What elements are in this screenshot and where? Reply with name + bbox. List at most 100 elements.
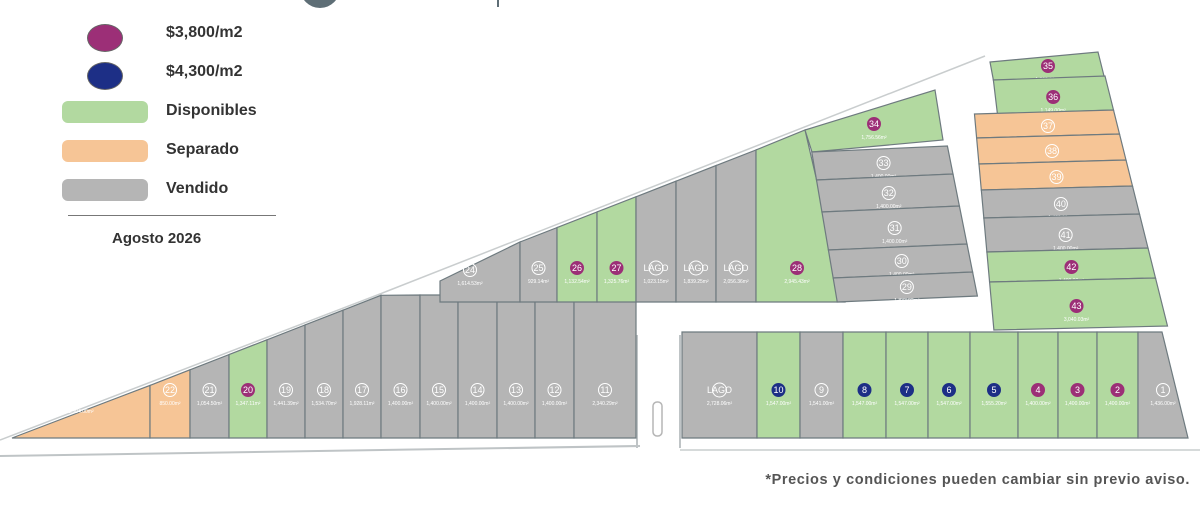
lot-area: 1,347.11m² (236, 401, 261, 407)
lot-area: 1,400.00m² (876, 204, 902, 210)
lot-marker-icon (598, 383, 612, 397)
lot-area: 1,547.00m² (766, 401, 792, 407)
legend-vendido-label: Vendido (166, 180, 229, 197)
lot-number: 18 (319, 385, 329, 395)
lot-marker-icon (355, 383, 369, 397)
lot-number: 6 (946, 385, 951, 395)
lot-marker-icon (1046, 90, 1061, 104)
lot-marker-icon (74, 391, 88, 405)
separado-swatch (62, 140, 148, 162)
lot-area: 1,023.15m² (643, 279, 669, 285)
lot-17-6[interactable] (342, 294, 382, 439)
lot-number: 26 (572, 263, 582, 273)
lot-number: 34 (869, 119, 879, 129)
lot-area: 850.00m² (159, 401, 180, 407)
lot-area: 1,132.54m² (564, 279, 590, 285)
lot-marker-icon (241, 383, 255, 397)
legend: $3,800/m2 $4,300/m2 Disponibles Separado… (0, 0, 300, 260)
lot-number: 13 (511, 385, 521, 395)
lot-marker-icon (814, 383, 829, 397)
lot-marker-icon (712, 382, 727, 398)
lot-24-24[interactable] (439, 241, 521, 303)
lot-marker-icon (470, 383, 485, 397)
lot-marker-icon (771, 383, 786, 397)
lot-marker-icon (790, 261, 804, 275)
lot-number: 9 (819, 385, 824, 395)
lot-area: 1,400.00m² (1053, 246, 1079, 252)
lot-area: 1,756.56m² (861, 135, 887, 141)
lot-15-8[interactable] (419, 294, 459, 439)
lot-18-5[interactable] (304, 309, 344, 439)
lot-marker-icon (894, 254, 909, 268)
lot-number: 22 (165, 385, 175, 395)
lot-area: 1,504.00m² (68, 409, 94, 415)
lot-27-27[interactable] (596, 195, 637, 303)
lot-area: 1,400.00m² (1025, 401, 1051, 407)
lot-area: 1,555.20m² (981, 401, 1007, 407)
lot-13-10[interactable] (496, 294, 536, 439)
price-4300-dot-icon (87, 62, 123, 90)
lot-14-9[interactable] (457, 294, 498, 439)
lot-12-11[interactable] (534, 294, 575, 439)
lot-area: 3,040.03m² (1064, 317, 1090, 323)
lot-marker-icon (899, 280, 914, 294)
lot-29-37[interactable] (832, 271, 979, 303)
lot-number: 11 (600, 385, 609, 395)
lot-number: 28 (792, 263, 802, 273)
lot-11-12[interactable] (573, 294, 637, 439)
lot-number: 31 (890, 223, 900, 233)
lot-area: 1,054.50m² (197, 401, 223, 407)
lot-area: 1,534.70m² (311, 401, 337, 407)
lot-number: 33 (879, 158, 889, 168)
lot-marker-icon (867, 117, 881, 131)
lot-area: 1,541.00m² (809, 401, 835, 407)
lot-marker-icon (570, 261, 584, 275)
road-lines (0, 55, 1200, 457)
lot-area: 1,149.00m² (1041, 108, 1067, 114)
lot-number: 36 (1048, 92, 1058, 102)
legend-separado (62, 140, 148, 162)
lot-number: 30 (897, 256, 907, 266)
lot-number: 20 (243, 385, 253, 395)
lot-26-26[interactable] (556, 211, 598, 303)
lot-number: 17 (357, 385, 367, 395)
lot-1-23[interactable] (1137, 331, 1189, 439)
legend-price-4300 (87, 62, 123, 90)
lot-marker-icon (509, 383, 523, 397)
vendido-swatch (62, 179, 148, 201)
lot-marker-icon (942, 383, 956, 397)
lot-area: 1,833.92m² (894, 298, 920, 304)
lot-area: 1,547.00m² (936, 401, 962, 407)
lot-marker-icon (163, 383, 177, 397)
lot-area: 1,547.00m² (852, 401, 878, 407)
disponibles-swatch (62, 101, 148, 123)
legend-price-4300-label: $4,300/m2 (166, 63, 243, 80)
lot-marker-icon (1110, 383, 1125, 397)
lot-marker-icon (202, 383, 217, 397)
lot-area: 1,400.00m² (426, 401, 452, 407)
lot-marker-icon (1049, 170, 1064, 184)
lot-area: 2,945.43m² (784, 279, 810, 285)
lot-marker-icon (1069, 299, 1084, 313)
lot-number: 1 (1160, 385, 1165, 395)
lot-area: 1,400.00m² (503, 401, 529, 407)
lot-number: 32 (884, 188, 894, 198)
lot-number: 40 (1056, 199, 1066, 209)
lot-marker-icon (648, 260, 664, 276)
lot-number: 5 (991, 385, 996, 395)
lot-19-4[interactable] (266, 324, 306, 439)
lot-marker-icon (857, 383, 872, 397)
lot-marker-icon (688, 260, 704, 276)
lot-number: 2 (1115, 385, 1120, 395)
lot-number: 43 (1072, 301, 1082, 311)
lot-16-7[interactable] (380, 294, 421, 439)
lot-number: 19 (281, 385, 291, 395)
lot-number: LAGO (707, 385, 732, 395)
lot-area: 2,340.29m² (592, 401, 618, 407)
lot-area: 1,441.39m² (273, 401, 299, 407)
lot-marker-icon (876, 156, 891, 170)
legend-disponibles (62, 101, 148, 123)
lot-area: 1,400.00m² (388, 401, 414, 407)
legend-date: Agosto 2026 (112, 230, 202, 247)
lot-area: 1,400.00m² (1105, 401, 1131, 407)
